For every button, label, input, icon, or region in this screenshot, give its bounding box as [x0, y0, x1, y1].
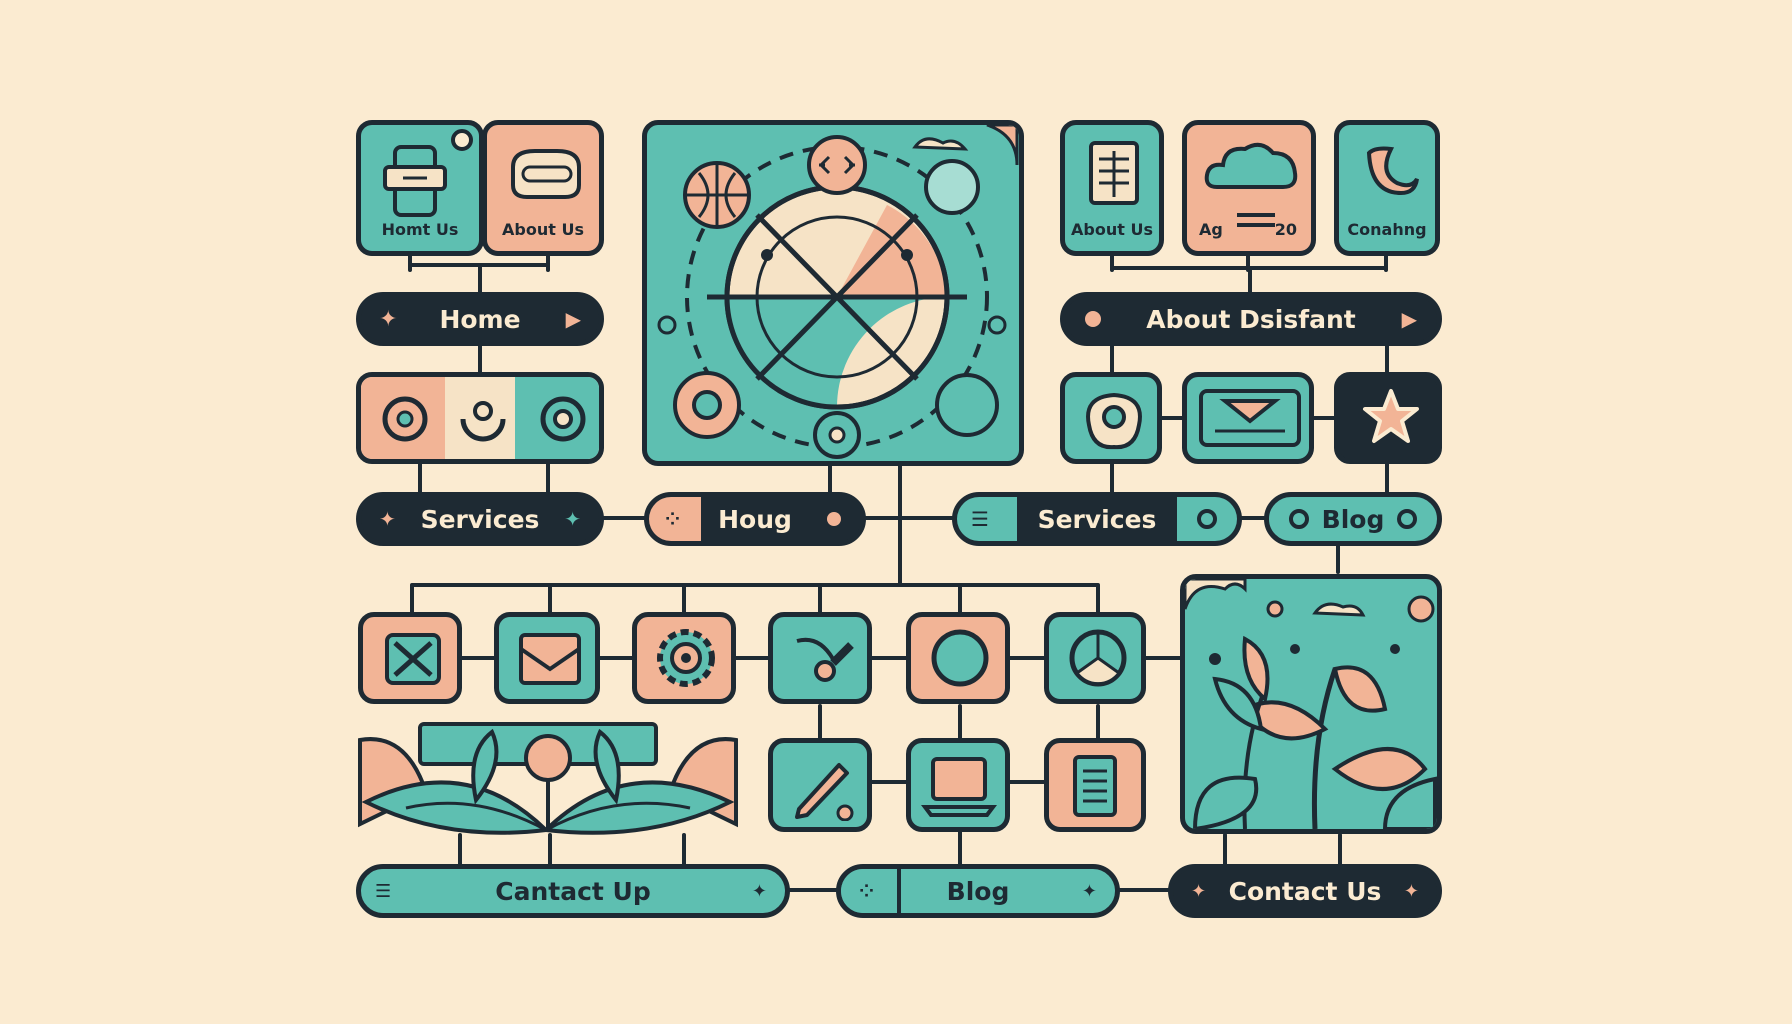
- nav-pill-home[interactable]: ✦ Home ▶: [356, 292, 604, 346]
- play-arrow-icon: ▶: [565, 307, 581, 331]
- sparkle-icon: ✦: [1191, 880, 1207, 902]
- envelope-icon: [1199, 389, 1301, 447]
- dot-icon: [827, 512, 841, 526]
- text-lines-icon: [1237, 213, 1275, 227]
- leaf-icon: [358, 722, 738, 835]
- nav-pill-blog-right[interactable]: Blog: [1264, 492, 1442, 546]
- icon-pen-box[interactable]: [768, 738, 872, 832]
- tile-label: Ag: [1199, 220, 1223, 239]
- calendar-icon: [1089, 141, 1139, 205]
- tile-label: About Us: [502, 220, 584, 239]
- tile-about-us-right[interactable]: About Us: [1060, 120, 1164, 256]
- nav-pill-blog-bottom[interactable]: ⁘ Blog ✦: [836, 864, 1120, 918]
- icon-pin-box[interactable]: [768, 612, 872, 704]
- play-arrow-icon: ▶: [1401, 307, 1417, 331]
- circle-icon: [931, 629, 989, 687]
- menu-lines-icon: ☰: [375, 880, 392, 902]
- grid-dots-icon: ⁘: [859, 880, 875, 902]
- laptop-icon: [921, 757, 997, 817]
- nav-pill-about[interactable]: About Dsisfant ▶: [1060, 292, 1442, 346]
- moon-icon: [1366, 146, 1419, 196]
- tile-label: Homt Us: [381, 220, 459, 239]
- icon-user-badge[interactable]: [1060, 372, 1162, 464]
- tile-conahng[interactable]: Conahng: [1334, 120, 1440, 256]
- icon-pie-box[interactable]: [1044, 612, 1146, 704]
- nav-pill-services-left[interactable]: ✦ Services ✦: [356, 492, 604, 546]
- sparkle-icon: ✦: [1081, 880, 1097, 902]
- tile-number: 20: [1274, 220, 1297, 239]
- icon-document-box[interactable]: [1044, 738, 1146, 832]
- tile-ag-20[interactable]: Ag 20: [1182, 120, 1316, 256]
- pie-icon: [1069, 629, 1127, 687]
- sparkle-icon: ✦: [379, 306, 398, 332]
- tile-homt-us[interactable]: Homt Us: [356, 120, 484, 256]
- icon-envelope-box[interactable]: [1182, 372, 1314, 464]
- nav-pill-services-right[interactable]: ☰ Services: [952, 492, 1242, 546]
- star-icon: [1363, 389, 1419, 443]
- icon-mail-box[interactable]: [494, 612, 600, 704]
- document-icon: [1073, 755, 1117, 817]
- icon-gear-box[interactable]: [632, 612, 736, 704]
- sparkle-icon: ✦: [379, 507, 396, 531]
- cloud-icon: [1204, 142, 1298, 189]
- ring-icon: [1197, 509, 1217, 529]
- tile-label: Conahng: [1347, 220, 1427, 239]
- leaf-illustration-right: [1180, 574, 1442, 834]
- sparkle-icon: ✦: [564, 507, 581, 531]
- menu-lines-icon: ☰: [971, 507, 989, 531]
- icon-x-box[interactable]: [358, 612, 462, 704]
- mail-icon: [519, 633, 581, 685]
- nav-pill-contact-us[interactable]: ✦ Contact Us ✦: [1168, 864, 1442, 918]
- video-strip-icon: [383, 145, 447, 217]
- pin-icon: [796, 637, 854, 682]
- sparkle-icon: ✦: [751, 880, 767, 902]
- plant-icon: [1185, 579, 1437, 829]
- car-icon: [511, 149, 581, 199]
- refresh-icon: [382, 396, 428, 442]
- sparkle-icon: ✦: [1403, 880, 1419, 902]
- icon-laptop-box[interactable]: [906, 738, 1010, 832]
- grid-dots-icon: ⁘: [665, 508, 681, 530]
- gear-icon: [657, 629, 715, 687]
- user-badge-icon: [1086, 392, 1142, 450]
- icon-circle-box[interactable]: [906, 612, 1010, 704]
- icon-star-box[interactable]: [1334, 372, 1442, 464]
- pen-icon: [795, 763, 854, 821]
- target-icon: [460, 401, 506, 442]
- ring-icon: [540, 396, 586, 442]
- tile-label: About Us: [1071, 220, 1153, 239]
- leaf-illustration-left: [356, 712, 740, 836]
- tile-about-us[interactable]: About Us: [482, 120, 604, 256]
- nav-pill-contact-up[interactable]: ☰ Cantact Up ✦: [356, 864, 790, 918]
- nav-pill-houg[interactable]: ⁘ Houg: [644, 492, 866, 546]
- ring-icon: [1289, 509, 1309, 529]
- icon-strip-top-left[interactable]: [356, 372, 604, 464]
- x-icon: [385, 633, 441, 685]
- compass-wheel-illustration: [657, 125, 1019, 459]
- center-illustration: [642, 120, 1024, 466]
- dot-icon: [1085, 311, 1101, 327]
- ring-icon: [1397, 509, 1417, 529]
